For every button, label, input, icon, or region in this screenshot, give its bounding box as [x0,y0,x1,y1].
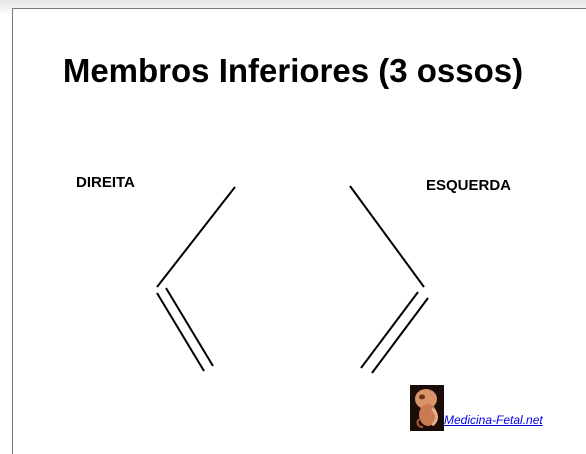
right-fibula [165,287,214,367]
page-title: Membros Inferiores (3 ossos) [62,52,524,89]
left-fibula [371,297,429,374]
medicina-fetal-link[interactable]: Medicina-Fetal.net [444,413,543,427]
label-esquerda: ESQUERDA [426,177,512,194]
left-limb [349,185,429,374]
fetus-icon [410,385,444,431]
right-femur [156,186,236,288]
slide [12,8,586,454]
left-tibia [360,291,419,369]
right-tibia [156,292,205,372]
label-direita: DIREITA [76,174,135,191]
left-femur [349,185,425,288]
watermark: Medicina-Fetal.net [410,385,580,435]
right-limb [156,186,236,372]
